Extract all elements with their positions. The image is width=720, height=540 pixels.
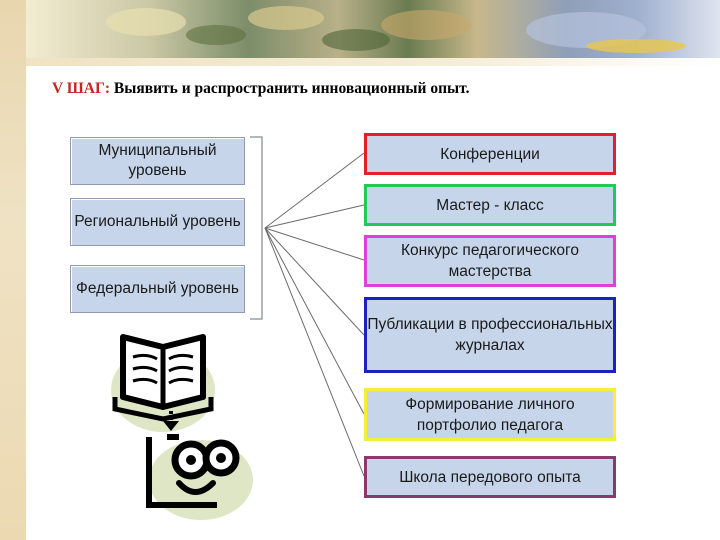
decorative-band <box>26 58 720 66</box>
bracket <box>250 136 263 320</box>
clipart-illustration <box>111 334 253 520</box>
form-label: Мастер - класс <box>436 196 544 214</box>
slide-title: V ШАГ: Выявить и распространить инноваци… <box>52 80 469 98</box>
step-text: Выявить и распространить инновационный о… <box>113 80 470 97</box>
form-publications: Публикации в профессиональных журналах <box>364 297 616 373</box>
level-label: Региональный уровень <box>74 213 241 230</box>
book-icon <box>111 334 215 432</box>
form-school: Школа передового опыта <box>364 456 616 498</box>
level-label: Федеральный уровень <box>76 280 239 297</box>
form-portfolio: Формирование личного портфолио педагога <box>364 388 616 441</box>
form-label: Конкурс педагогического мастерства <box>401 242 579 280</box>
level-regional: Региональный уровень <box>70 198 245 246</box>
level-federal: Федеральный уровень <box>70 265 245 313</box>
level-label: Муниципальный уровень <box>98 142 217 179</box>
level-municipal: Муниципальный уровень <box>70 137 245 185</box>
form-label: Школа передового опыта <box>399 468 581 486</box>
form-master-class: Мастер - класс <box>364 184 616 226</box>
form-label: Конференции <box>440 145 540 163</box>
form-label: Формирование личного портфолио педагога <box>405 395 575 434</box>
form-conferences: Конференции <box>364 133 616 175</box>
smiley-face-icon <box>146 434 253 520</box>
fan-lines <box>264 152 365 477</box>
leaves-banner-image <box>106 6 686 53</box>
decorative-left-strip <box>0 0 26 540</box>
form-competition: Конкурс педагогического мастерства <box>364 235 616 287</box>
step-label: V ШАГ: <box>52 80 111 97</box>
form-label: Публикации в профессиональных журналах <box>367 316 613 354</box>
decorative-banner <box>26 0 720 58</box>
